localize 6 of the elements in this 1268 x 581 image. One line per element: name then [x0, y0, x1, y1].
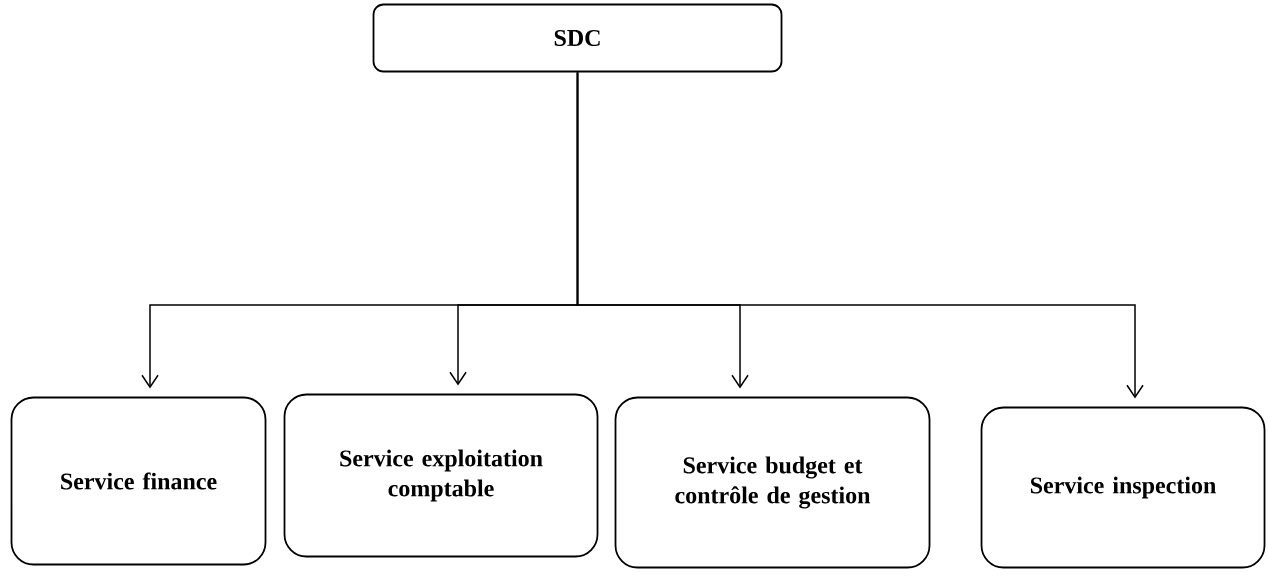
- title-box: SDC: [372, 3, 783, 73]
- arrow: [576, 71, 1144, 399]
- service-box: Service budget et contrôle de gestion: [614, 396, 931, 569]
- service-box: Service inspection: [980, 406, 1266, 569]
- service-box: Service finance: [10, 396, 267, 566]
- service-box: Service exploitation comptable: [283, 393, 599, 558]
